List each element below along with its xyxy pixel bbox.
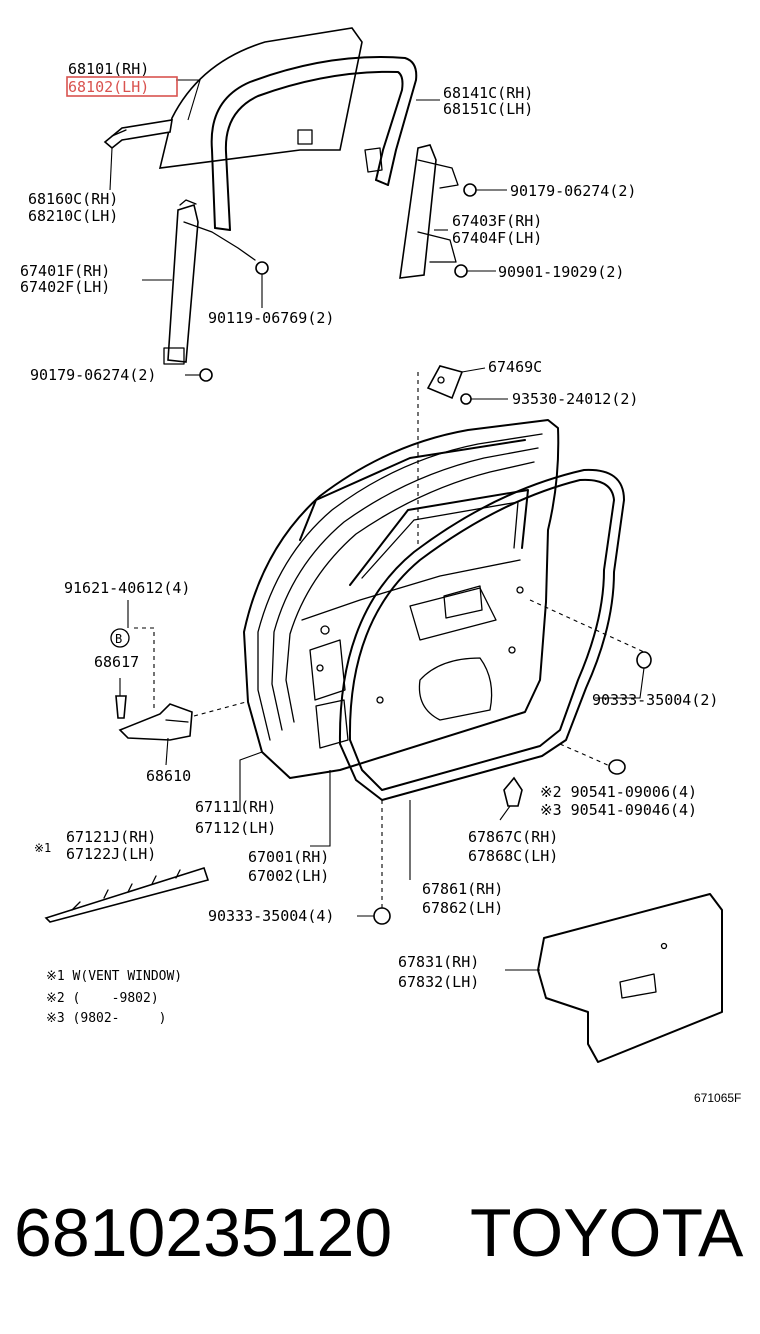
label-90179-a: 90179-06274(2) bbox=[510, 182, 636, 200]
label-67867c: 67867C(RH) bbox=[468, 828, 558, 846]
label-67002: 67002(LH) bbox=[248, 867, 329, 885]
label-68610: 68610 bbox=[146, 767, 191, 785]
footer-brand: TOYOTA bbox=[470, 1195, 744, 1271]
label-67401f: 67401F(RH) bbox=[20, 262, 110, 280]
label-90179-b: 90179-06274(2) bbox=[30, 366, 156, 384]
door-check-hinge bbox=[110, 627, 247, 741]
front-lower-channel bbox=[163, 199, 256, 365]
glass-run-channel bbox=[210, 56, 418, 231]
label-68617: 68617 bbox=[94, 653, 139, 671]
door-glass bbox=[158, 27, 363, 169]
footnotes: ※1 W(VENT WINDOW) ※2 ( -9802) ※3 (9802- … bbox=[46, 969, 182, 1026]
label-67001: 67001(RH) bbox=[248, 848, 329, 866]
label-67111: 67111(RH) bbox=[195, 798, 276, 816]
label-90541-a: ※2 90541-09006(4) bbox=[540, 783, 697, 801]
label-67861: 67861(RH) bbox=[422, 880, 503, 898]
door-trim-panel bbox=[537, 893, 723, 1063]
label-68102: 68102(LH) bbox=[68, 78, 149, 96]
lower-fasteners bbox=[373, 599, 652, 925]
label-68141c: 68141C(RH) bbox=[443, 84, 533, 102]
label-90333-a: 90333-35004(2) bbox=[592, 691, 718, 709]
label-67831: 67831(RH) bbox=[398, 953, 479, 971]
label-90901: 90901-19029(2) bbox=[498, 263, 624, 281]
label-67404f: 67404F(LH) bbox=[452, 229, 542, 247]
label-67862: 67862(LH) bbox=[422, 899, 503, 917]
label-90333-b: 90333-35004(4) bbox=[208, 907, 334, 925]
note-3: ※3 (9802- ) bbox=[46, 1011, 166, 1026]
label-68101: 68101(RH) bbox=[68, 60, 149, 78]
callout-labels: 68101(RH) 68102(LH) 68141C(RH) 68151C(LH… bbox=[20, 60, 718, 991]
label-67402f: 67402F(LH) bbox=[20, 278, 110, 296]
label-67122j: 67122J(LH) bbox=[66, 845, 156, 863]
label-67868c: 67868C(LH) bbox=[468, 847, 558, 865]
label-68210c: 68210C(LH) bbox=[28, 207, 118, 225]
leader-lines bbox=[109, 79, 645, 971]
figure-id: 671065F bbox=[694, 1091, 741, 1105]
label-67121j: 67121J(RH) bbox=[66, 828, 156, 846]
label-90119: 90119-06769(2) bbox=[208, 309, 334, 327]
highlight-box bbox=[66, 76, 178, 97]
label-67403f: 67403F(RH) bbox=[452, 212, 542, 230]
upper-fasteners bbox=[185, 183, 507, 382]
glass-channel bbox=[103, 119, 173, 150]
label-68151c: 68151C(LH) bbox=[443, 100, 533, 118]
label-mark1: ※1 bbox=[34, 841, 51, 855]
note-1: ※1 W(VENT WINDOW) bbox=[46, 969, 182, 984]
label-68160c: 68160C(RH) bbox=[28, 190, 118, 208]
label-67469c: 67469C bbox=[488, 358, 542, 376]
door-moulding bbox=[44, 866, 210, 923]
note-2: ※2 ( -9802) bbox=[46, 991, 159, 1006]
label-91621: 91621-40612(4) bbox=[64, 579, 190, 597]
door-panel bbox=[243, 419, 560, 779]
label-93530: 93530-24012(2) bbox=[512, 390, 638, 408]
rear-lower-channel bbox=[399, 144, 459, 279]
label-b-marker: B bbox=[115, 632, 122, 646]
label-90541-b: ※3 90541-09046(4) bbox=[540, 801, 697, 819]
footer-part-number: 6810235120 bbox=[14, 1195, 392, 1271]
label-67832: 67832(LH) bbox=[398, 973, 479, 991]
door-weatherstrip bbox=[338, 468, 625, 801]
label-67112: 67112(LH) bbox=[195, 819, 276, 837]
